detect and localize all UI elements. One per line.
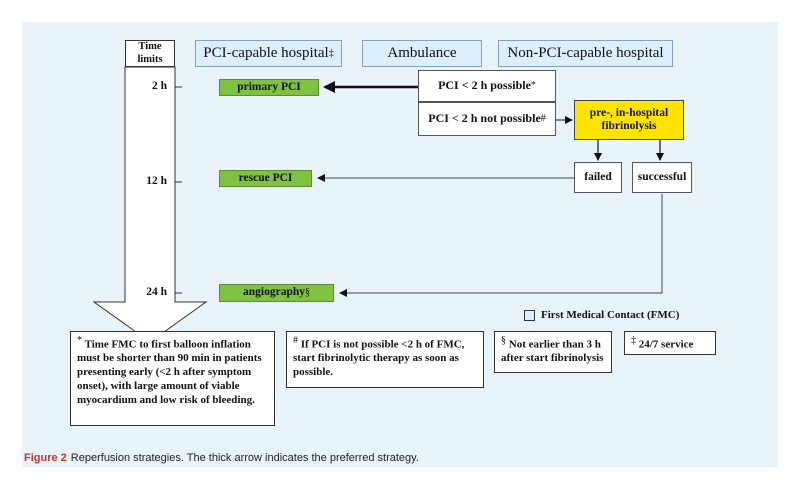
node-fibrinolysis: pre-, in-hospital fibrinolysis — [574, 100, 684, 140]
note-double-dagger: ‡ 24/7 service — [624, 331, 716, 355]
legend-label: First Medical Contact (FMC) — [541, 309, 680, 321]
note-hash-text: If PCI is not possible <2 h of FMC, star… — [293, 338, 465, 379]
node-pci-possible-sym: * — [530, 80, 536, 92]
note-section-sym: § — [501, 335, 506, 346]
header-pci-capable-label: PCI-capable hospital — [203, 44, 329, 61]
arrow-to-angiography — [339, 194, 663, 297]
caption-text: Reperfusion strategies. The thick arrow … — [70, 452, 419, 464]
note-asterisk: * Time FMC to first balloon inflation mu… — [70, 331, 275, 426]
note-section: § Not earlier than 3 h after start fibri… — [494, 331, 612, 373]
note-asterisk-text: Time FMC to first balloon inflation must… — [77, 338, 262, 406]
time-arrow — [92, 66, 208, 343]
note-hash: # If PCI is not possible <2 h of FMC, st… — [286, 331, 484, 388]
legend-swatch — [524, 309, 535, 321]
node-angiography-sym: § — [305, 287, 310, 299]
time-2h: 2 h — [151, 80, 167, 92]
node-pci-possible-label: PCI < 2 h possible — [438, 78, 531, 93]
note-double-dagger-sym: ‡ — [631, 335, 636, 346]
node-pci-not-possible-sym: # — [540, 113, 546, 125]
note-double-dagger-text: 24/7 service — [638, 338, 694, 351]
legend: First Medical Contact (FMC) — [524, 309, 679, 321]
caption-label: Figure 2 — [24, 452, 67, 464]
node-angiography: angiography§ — [219, 284, 334, 302]
node-pci-possible: PCI < 2 h possible* — [418, 70, 556, 102]
time-limits-header-label: Time limits — [137, 41, 163, 65]
node-primary-pci: primary PCI — [219, 79, 319, 96]
node-failed: failed — [574, 162, 622, 193]
node-pci-not-possible: PCI < 2 h not possible# — [418, 102, 556, 136]
header-pci-capable-sym: ‡ — [328, 47, 334, 59]
node-rescue-pci: rescue PCI — [219, 170, 312, 187]
node-angiography-label: angiography — [243, 286, 305, 299]
time-limits-header: Time limits — [125, 40, 175, 67]
header-pci-capable: PCI-capable hospital‡ — [195, 40, 342, 67]
node-pci-not-possible-label: PCI < 2 h not possible — [428, 111, 541, 126]
note-section-text: Not earlier than 3 h after start fibrino… — [501, 338, 604, 365]
node-successful: successful — [632, 162, 692, 193]
time-24h: 24 h — [146, 286, 167, 298]
time-12h: 12 h — [146, 175, 167, 187]
note-hash-sym: # — [293, 335, 298, 346]
header-ambulance: Ambulance — [362, 40, 482, 67]
note-asterisk-sym: * — [77, 335, 82, 346]
header-non-pci: Non-PCI-capable hospital — [498, 40, 673, 67]
